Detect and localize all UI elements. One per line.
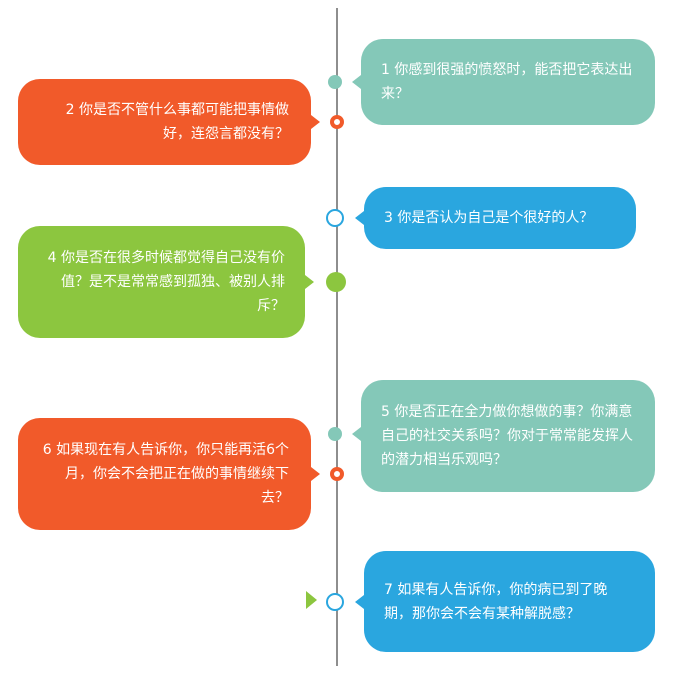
timeline-node bbox=[326, 593, 344, 611]
timeline-card-7: 7 如果有人告诉你，你的病已到了晚期，那你会不会有某种解脱感？ bbox=[364, 551, 655, 652]
pointer-arrow bbox=[311, 467, 320, 481]
timeline-card-5: 5 你是否正在全力做你想做的事？你满意自己的社交关系吗？你对于常常能发挥人的潜力… bbox=[361, 380, 655, 492]
timeline-node bbox=[328, 75, 342, 89]
timeline-card-text: 6 如果现在有人告诉你，你只能再活6个月，你会不会把正在做的事情继续下去？ bbox=[42, 442, 289, 506]
timeline-node bbox=[330, 467, 344, 481]
timeline-card-2: 2 你是否不管什么事都可能把事情做好，连怨言都没有？ bbox=[18, 79, 311, 165]
timeline-axis bbox=[336, 8, 338, 666]
timeline-card-text: 3 你是否认为自己是个很好的人？ bbox=[384, 210, 594, 226]
timeline-card-1: 1 你感到很强的愤怒时，能否把它表达出来？ bbox=[361, 39, 655, 125]
pointer-arrow bbox=[305, 275, 314, 289]
pointer-arrow bbox=[355, 595, 364, 609]
timeline-card-6: 6 如果现在有人告诉你，你只能再活6个月，你会不会把正在做的事情继续下去？ bbox=[18, 418, 311, 530]
pointer-arrow bbox=[352, 75, 361, 89]
timeline-card-text: 7 如果有人告诉你，你的病已到了晚期，那你会不会有某种解脱感？ bbox=[384, 581, 608, 622]
timeline-card-text: 4 你是否在很多时候都觉得自己没有价值？是不是常常感到孤独、被别人排斥？ bbox=[47, 250, 285, 314]
timeline-card-4: 4 你是否在很多时候都觉得自己没有价值？是不是常常感到孤独、被别人排斥？ bbox=[18, 226, 305, 338]
timeline-node bbox=[328, 427, 342, 441]
timeline-card-text: 1 你感到很强的愤怒时，能否把它表达出来？ bbox=[381, 62, 633, 102]
timeline-card-text: 2 你是否不管什么事都可能把事情做好，连怨言都没有？ bbox=[65, 102, 289, 142]
pointer-arrow bbox=[352, 427, 361, 441]
timeline-card-text: 5 你是否正在全力做你想做的事？你满意自己的社交关系吗？你对于常常能发挥人的潜力… bbox=[381, 404, 633, 468]
pointer-arrow bbox=[355, 211, 364, 225]
timeline-node bbox=[326, 209, 344, 227]
pointer-arrow-green bbox=[306, 591, 317, 609]
timeline-node bbox=[326, 272, 346, 292]
pointer-arrow bbox=[311, 115, 320, 129]
timeline-node bbox=[330, 115, 344, 129]
timeline-card-3: 3 你是否认为自己是个很好的人？ bbox=[364, 187, 636, 249]
